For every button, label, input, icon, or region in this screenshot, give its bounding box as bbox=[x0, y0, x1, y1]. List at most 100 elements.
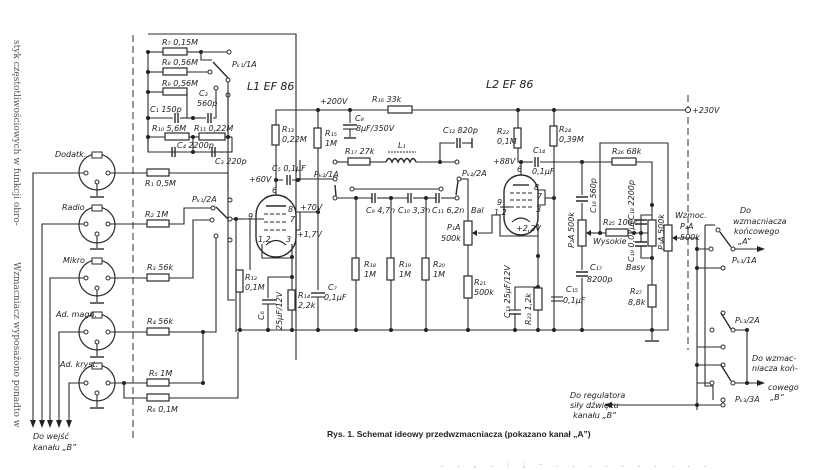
label-r22-a: R₂₂ bbox=[497, 127, 510, 136]
label-r14-a: R₁₄ bbox=[298, 291, 311, 300]
resistor-r10 bbox=[164, 132, 190, 141]
resistor-r3 bbox=[146, 273, 170, 282]
bleed-through-text: . . , . : ; · . . . . . . . . . . bbox=[440, 461, 711, 469]
label-r12-a: R₁₂ bbox=[245, 273, 258, 282]
label-c9: C₉ 4,7n bbox=[366, 206, 395, 215]
svg-text:8: 8 bbox=[534, 183, 539, 192]
label-r20-b: 1M bbox=[433, 270, 445, 279]
svg-text:8: 8 bbox=[288, 205, 293, 214]
switch-pk2-2a[interactable]: Pₖ₂/2A bbox=[455, 169, 487, 232]
side-text-col2: Wzmacniacz wyposażono ponadto w bbox=[11, 262, 21, 428]
label-c11: C₁₁ 6,2n bbox=[432, 206, 464, 215]
label-bass: Basy bbox=[626, 263, 646, 272]
label-r21-a: R₂₁ bbox=[474, 278, 486, 287]
label-pk1-2a: Pₖ₁/2A bbox=[192, 195, 217, 204]
switch-pk1-2a[interactable]: Pₖ₁/2A bbox=[192, 195, 243, 243]
label-c8-b: 8µF/350V bbox=[356, 124, 395, 133]
potentiometer-p2-treble[interactable] bbox=[577, 219, 587, 247]
svg-text:9: 9 bbox=[497, 198, 502, 207]
svg-text:6: 6 bbox=[272, 186, 277, 195]
svg-text:1,2: 1,2 bbox=[258, 235, 271, 244]
label-r20-a: R₂₀ bbox=[433, 260, 446, 269]
final-amp-b-label-2: niacza koń- bbox=[752, 364, 798, 373]
socket-ad-kryst[interactable]: Ad. kryst. bbox=[59, 360, 116, 409]
switch-pk3-1a[interactable]: Pₖ₃/1A bbox=[708, 227, 765, 271]
label-c18: C₁₈ 2200p bbox=[627, 180, 636, 220]
svg-text:7: 7 bbox=[290, 215, 296, 224]
label-p1-a: P₁A bbox=[447, 223, 461, 232]
label-c13: C₁₃ 25µF/12V bbox=[503, 265, 512, 318]
label-c14-b: 0,1µF bbox=[532, 167, 555, 176]
potentiometer-p4-volume[interactable] bbox=[663, 224, 673, 252]
label-r2: R₂ 1M bbox=[145, 210, 168, 219]
side-text-col1: styk częstotliwościowych w funkcji obro- bbox=[11, 40, 22, 226]
voltage-plus-2-2v: +2,2V bbox=[516, 224, 541, 233]
label-r6: R₆ 0,1M bbox=[147, 405, 178, 414]
resistor-r25 bbox=[605, 228, 629, 237]
svg-text:1,2: 1,2 bbox=[494, 208, 507, 217]
label-pk3-2a: Pₖ₃/2A bbox=[735, 316, 760, 325]
label-r1: R₁ 0,5M bbox=[145, 179, 176, 188]
label-r8: R₈ 0,56M bbox=[162, 58, 198, 67]
label-p3: P₃A 500k bbox=[657, 214, 666, 250]
label-r19-a: R₁₉ bbox=[399, 260, 412, 269]
label-r23: R₂₃ 1,2k bbox=[524, 293, 533, 325]
switch-pk1-1a[interactable]: Pₖ₁/1A bbox=[212, 60, 257, 301]
label-p4-a: P₄A bbox=[680, 222, 694, 231]
side-page-text: styk częstotliwościowych w funkcji obro-… bbox=[11, 40, 22, 428]
socket-ad-magn[interactable]: Ad. magn. bbox=[55, 310, 116, 358]
final-amp-b-label-3: cowego bbox=[768, 383, 799, 392]
socket-label-mikro: Mikro bbox=[63, 256, 85, 265]
socket-label-dodatk: Dodatk. bbox=[55, 150, 86, 159]
label-c17-a: C₁₇ bbox=[590, 263, 603, 272]
resistor-r27 bbox=[647, 284, 657, 308]
voltage-plus-70v: +70V bbox=[300, 203, 323, 212]
label-c14-a: C₁₄ bbox=[533, 146, 546, 155]
volume-b-label-2: siły dźwięku bbox=[570, 401, 619, 410]
socket-label-ad-kryst: Ad. kryst. bbox=[59, 360, 98, 369]
tube-stage-l1: R₁₂ 0,1M 6 9 8 7 3 1,2 +60V R₁₃ 0,22M C₅… bbox=[235, 109, 347, 332]
potentiometer-p1-balance[interactable] bbox=[463, 220, 473, 246]
voltage-plus-230v: +230V bbox=[692, 106, 720, 115]
label-r13-a: R₁₃ bbox=[282, 125, 294, 134]
resistor-r19 bbox=[386, 257, 395, 281]
filter-network: R₁₇ 27k L₁ C₁₂ 820p Pₖ₂/1A C₉ 4,7n C₁₀ 3… bbox=[300, 126, 487, 330]
resistor-r15 bbox=[313, 127, 322, 149]
label-c19: C₁₉ 0,02µF bbox=[627, 220, 636, 262]
label-l1: L₁ bbox=[398, 141, 406, 150]
resistor-r4 bbox=[146, 327, 170, 336]
socket-mikro[interactable]: Mikro bbox=[63, 256, 116, 304]
potentiometer-p3-bass[interactable] bbox=[647, 219, 657, 247]
socket-radio[interactable]: Radio bbox=[62, 203, 116, 250]
switch-pk3-2a[interactable]: Pₖ₃/2A bbox=[709, 310, 760, 383]
label-r27-a: R₂₇ bbox=[630, 287, 643, 296]
tube-label-l1: L1 EF 86 bbox=[247, 80, 294, 93]
svg-text:7: 7 bbox=[537, 192, 543, 201]
svg-text:6: 6 bbox=[517, 165, 522, 174]
label-pk1-1a: Pₖ₁/1A bbox=[232, 60, 257, 69]
volume-b-label-1: Do regulatora bbox=[570, 391, 625, 400]
switch-pk2-1a[interactable]: Pₖ₂/1A bbox=[300, 170, 339, 201]
label-r14-b: 2,2k bbox=[298, 301, 316, 310]
resistor-r9 bbox=[162, 87, 188, 96]
resistor-r14 bbox=[287, 289, 296, 311]
label-r15-a: R₁₅ bbox=[325, 129, 337, 138]
resistor-r8 bbox=[162, 67, 188, 76]
label-r10: R₁₀ 5,6M bbox=[152, 124, 186, 133]
final-amp-a-label-3: końcowego bbox=[734, 227, 779, 236]
label-c2-b: 560p bbox=[197, 99, 217, 108]
label-c6-b: 25µF/12V bbox=[275, 291, 284, 330]
final-amp-a-label-2: wzmacniacza bbox=[733, 217, 787, 226]
label-r11: R₁₁ 0,22M bbox=[194, 124, 233, 133]
resistor-r13 bbox=[271, 124, 280, 146]
label-pk2-1a: Pₖ₂/1A bbox=[314, 170, 339, 179]
label-treble: Wysokie bbox=[593, 237, 627, 246]
label-r18-a: R₁₈ bbox=[364, 260, 377, 269]
label-r27-b: 8,8k bbox=[628, 298, 646, 307]
label-r21-b: 500k bbox=[474, 288, 494, 297]
resistor-r23 bbox=[533, 287, 543, 311]
label-c17-b: 8200p bbox=[587, 275, 612, 284]
switch-pk3-3a[interactable]: Pₖ₃/3A bbox=[709, 362, 765, 404]
label-p1-b: 500k bbox=[441, 234, 461, 243]
